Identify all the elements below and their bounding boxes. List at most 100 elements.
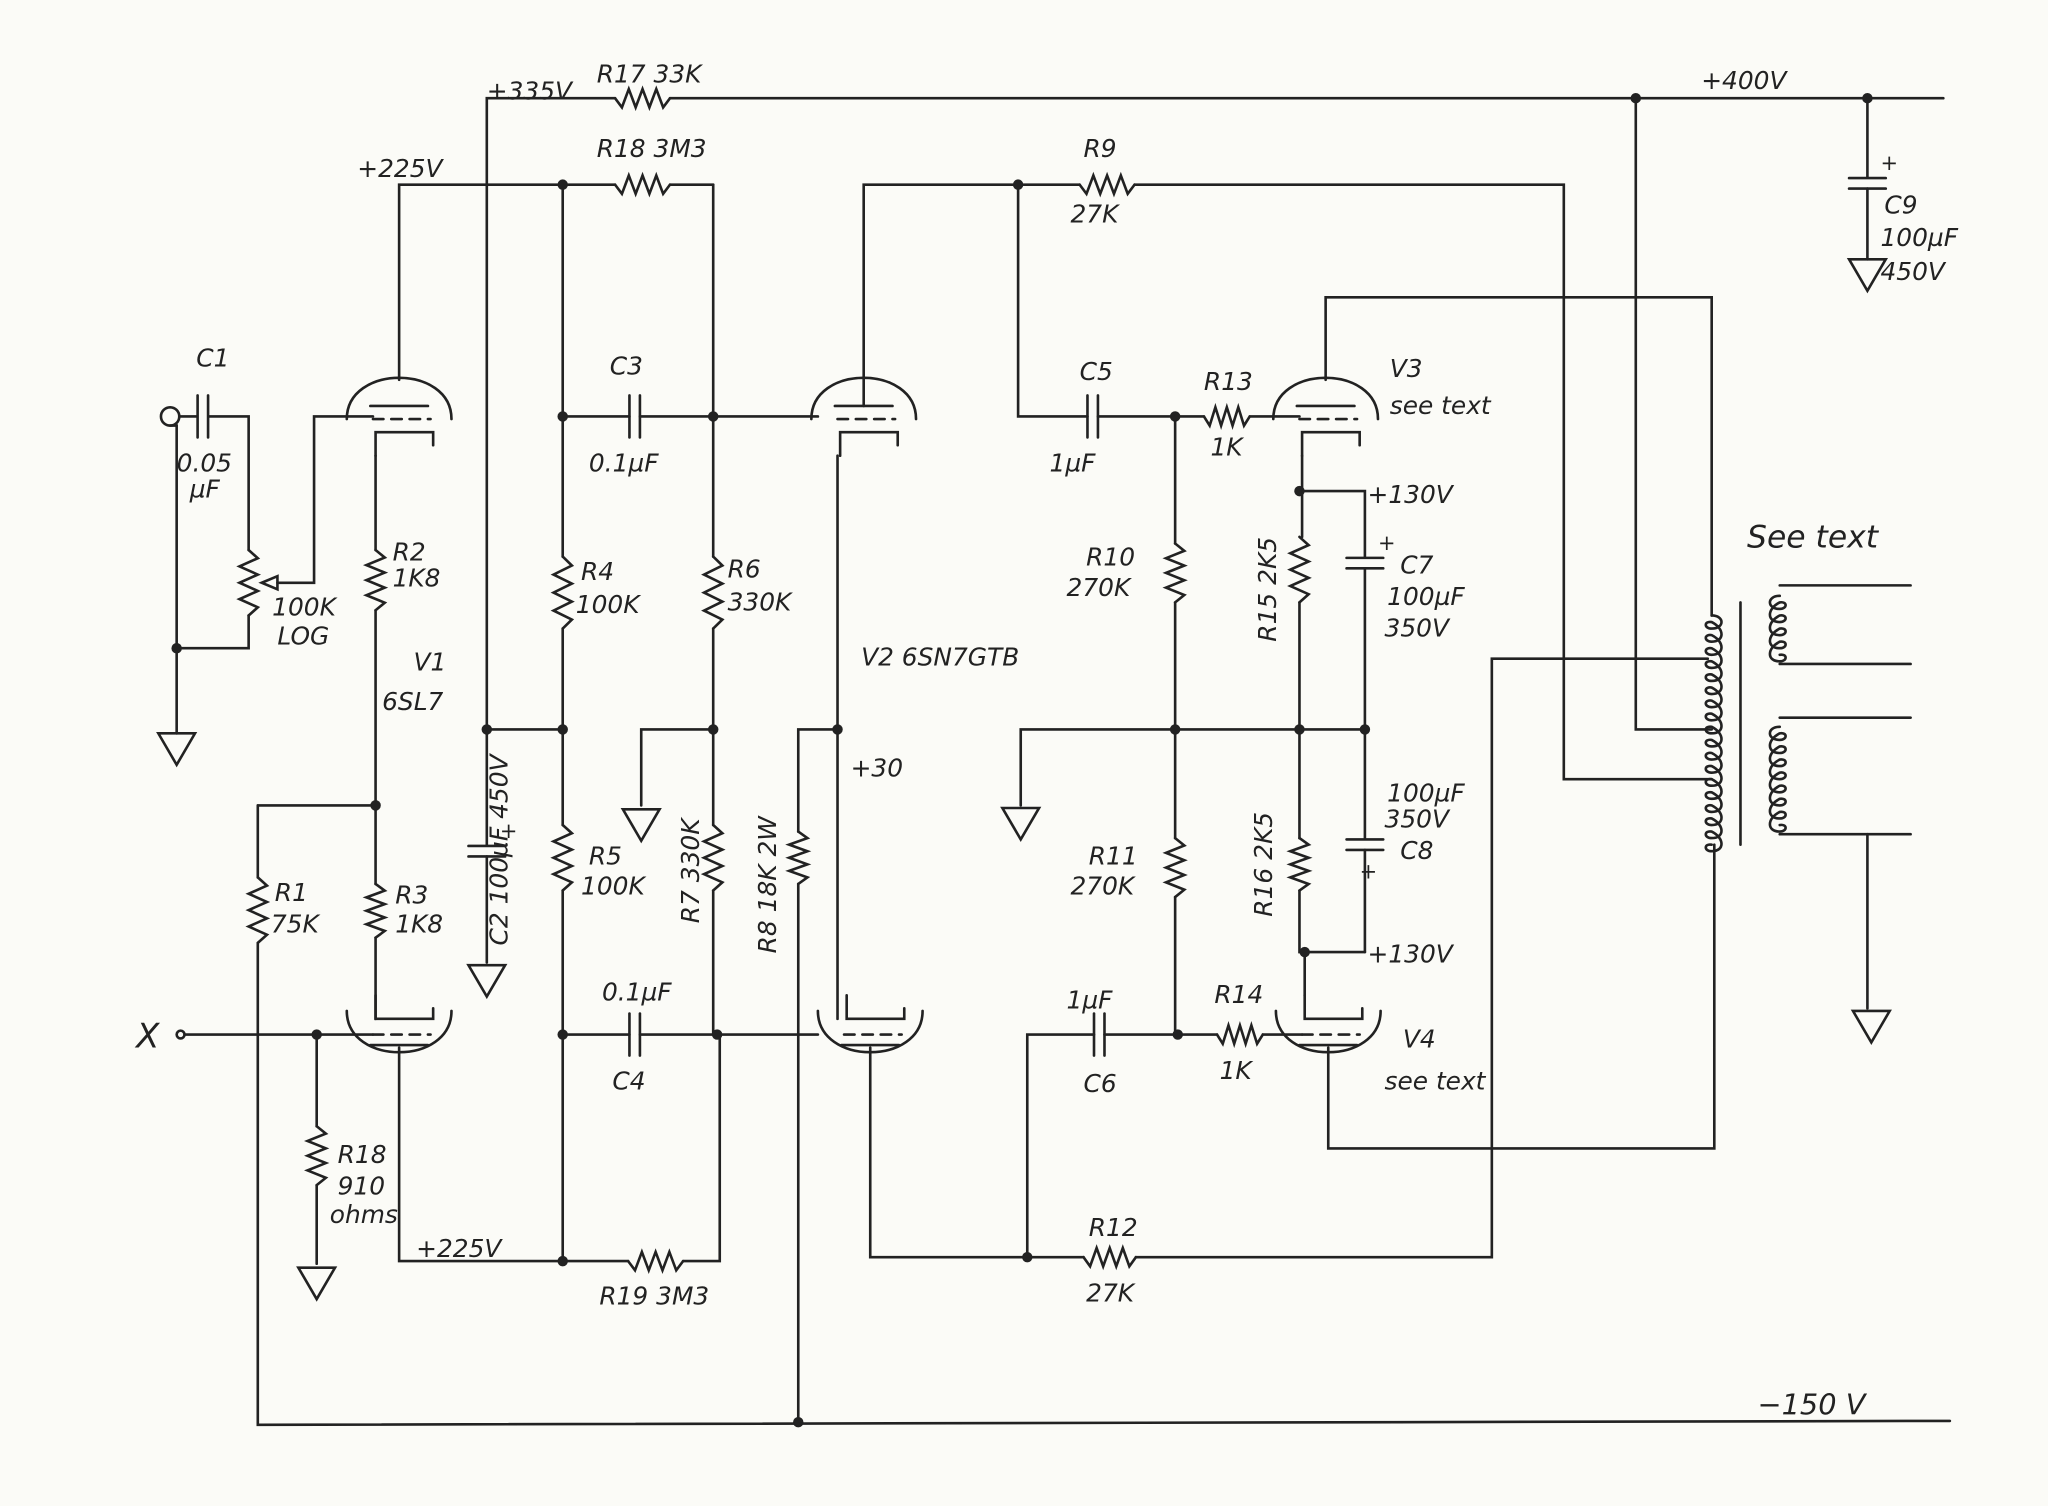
wire	[1324, 295, 1713, 617]
c8-capacitor: +	[1345, 838, 1385, 884]
c2-label: C2 100µF 450V	[485, 752, 514, 945]
r3-resistor	[362, 882, 389, 939]
r12-resistor	[1082, 1244, 1138, 1271]
c6-capacitor	[1092, 1012, 1106, 1057]
rail-225v-bottom-label: +225V	[416, 1234, 503, 1263]
r17-label: R17 33K	[597, 59, 703, 88]
tube-cathode	[374, 993, 435, 1021]
wire	[1298, 889, 1367, 954]
r12-value: 27K	[1086, 1279, 1136, 1308]
ground-icon	[620, 808, 662, 844]
c5-value: 1µF	[1050, 448, 1097, 477]
polarity-plus-icon: +	[1360, 860, 1378, 884]
ground-icon	[1850, 1009, 1892, 1046]
output-transformer-secondary-a	[1768, 594, 1787, 663]
polarity-plus-icon: +	[1378, 531, 1396, 555]
r5-label: R5	[589, 841, 622, 870]
wire	[681, 1033, 722, 1263]
v1-type: 6SL7	[382, 687, 443, 716]
r3-label: R3	[395, 881, 428, 910]
c7-capacitor: +	[1345, 531, 1396, 570]
r19-label: R19 3M3	[599, 1281, 709, 1310]
r15-label: R15 2K5	[1253, 537, 1282, 642]
r9-resistor	[1078, 171, 1136, 198]
tube-envelope	[345, 1009, 453, 1054]
r2-value: 1K8	[393, 564, 441, 593]
c5-label: C5	[1080, 357, 1113, 386]
wires	[168, 92, 1952, 1428]
wire	[796, 728, 839, 833]
r4-resistor	[550, 555, 575, 630]
volume-pot-resistor	[236, 548, 262, 617]
labels: +335V R17 33K +400V +225V R18 3M3 R9 27K…	[134, 59, 1959, 1421]
r15-resistor	[1287, 535, 1312, 604]
polarity-plus-icon: +	[1880, 151, 1898, 175]
r4-label: R4	[581, 557, 614, 586]
wire	[1134, 657, 1710, 1259]
r1-resistor	[245, 876, 271, 945]
rail-400v-label: +400V	[1701, 66, 1788, 95]
pot-wiper-arrow-icon	[258, 574, 279, 592]
rail-30v-label: +30	[851, 754, 903, 783]
rail-130v-top-label: +130V	[1368, 480, 1455, 509]
tube-cathode	[1303, 993, 1364, 1021]
v1-label: V1	[414, 647, 447, 676]
wire	[397, 1046, 630, 1263]
tube-cathode	[838, 430, 900, 458]
c7-label: C7	[1400, 551, 1433, 580]
wire	[1326, 843, 1716, 1150]
wire	[1019, 728, 1367, 807]
c2-capacitor: +	[467, 819, 518, 858]
c3-capacitor	[628, 394, 642, 439]
r10-resistor	[1162, 542, 1188, 604]
ground-icon	[466, 963, 508, 1000]
c5-capacitor	[1086, 394, 1100, 439]
r18-top-label: R18 3M3	[597, 134, 707, 163]
c3-label: C3	[610, 352, 643, 381]
r10-label: R10	[1086, 543, 1135, 572]
wire	[1133, 183, 1713, 781]
rail-130v-bottom-label: +130V	[1368, 940, 1455, 969]
c8-value: 100µF	[1387, 778, 1465, 807]
input-x-label: X	[134, 1017, 160, 1057]
ground-icon	[1000, 806, 1042, 843]
r2-resistor	[362, 548, 389, 612]
r18-bottom-label: R18	[338, 1140, 387, 1169]
v4-label: V4	[1403, 1025, 1436, 1054]
tube-envelope	[1274, 1009, 1382, 1054]
c9-value: 100µF	[1880, 223, 1958, 252]
r1-value: 75K	[271, 909, 321, 938]
r7-label: R7 330K	[676, 817, 705, 923]
c4-label: C4	[612, 1067, 645, 1096]
r18-resistor	[613, 171, 672, 198]
r14-value: 1K	[1220, 1056, 1254, 1085]
c9-label: C9	[1884, 190, 1917, 219]
tube-envelope	[345, 376, 453, 421]
v3-label: V3	[1390, 354, 1423, 383]
wire	[1025, 1033, 1096, 1259]
ground-icon	[156, 732, 198, 768]
r13-value: 1K	[1210, 433, 1244, 462]
v4-tube	[1274, 993, 1382, 1054]
polarity-plus-icon: +	[500, 819, 518, 843]
wire	[397, 183, 617, 382]
c7-voltage: 350V	[1385, 613, 1451, 642]
r6-value: 330K	[728, 587, 793, 616]
c9-capacitor: +	[1847, 151, 1898, 190]
ground-icon	[1846, 257, 1889, 294]
r3-value: 1K8	[395, 909, 443, 938]
c3-value: 0.1µF	[589, 448, 659, 477]
wire	[1298, 489, 1367, 558]
c6-label: C6	[1084, 1069, 1117, 1098]
wire	[1634, 96, 1713, 731]
r6-label: R6	[728, 555, 761, 584]
v1a-tube	[345, 376, 453, 458]
r18-bottom-resistor	[304, 1124, 330, 1187]
v3-note: see text	[1390, 391, 1492, 420]
r5-resistor	[550, 823, 576, 892]
wire	[208, 415, 250, 552]
output-transformer-secondary-b	[1768, 725, 1787, 833]
tube-cathode	[1300, 430, 1361, 458]
c8-voltage: 350V	[1385, 805, 1451, 834]
